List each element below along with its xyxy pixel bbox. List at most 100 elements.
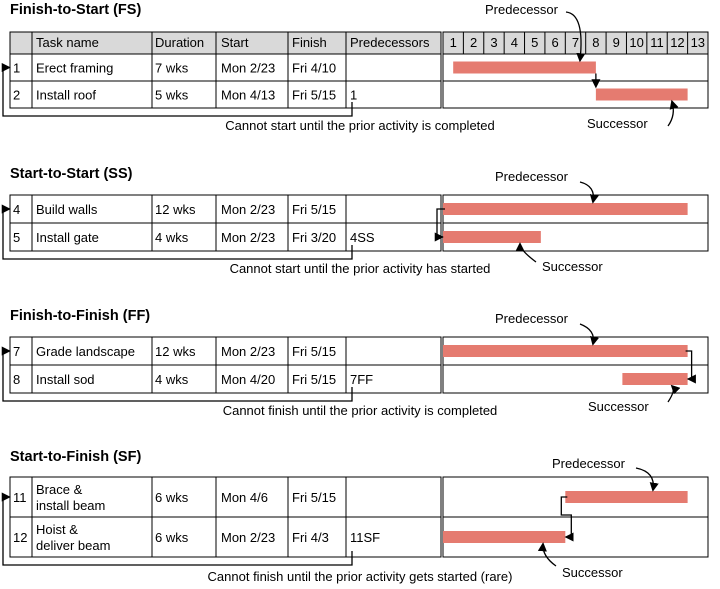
header-week-4: 4 [511,35,518,50]
dependency-arrow [434,208,445,242]
row-finish: Fri 4/3 [292,530,329,545]
link-bracket [1,346,353,402]
row-start: Mon 2/23 [221,202,275,217]
gantt-bar-predecessor[interactable] [443,345,688,357]
predecessor-label: Predecessor [495,311,569,326]
header-week-7: 7 [572,35,579,50]
row-id: 7 [13,344,20,359]
successor-label: Successor [542,259,603,274]
row-duration: 12 wks [155,344,196,359]
table-row[interactable]: 12 Hoist &deliver beam 6 wks Mon 2/23 Fri 4/… [13,522,380,553]
header-predecessors: Predecessors [350,35,430,50]
row-predecessors: 1 [350,88,357,103]
header-week-6: 6 [551,35,558,50]
row-task-name: Hoist & [36,522,78,537]
row-duration: 5 wks [155,88,189,103]
row-start: Mon 2/23 [221,344,275,359]
row-finish: Fri 3/20 [292,230,336,245]
gantt-bar-predecessor[interactable] [443,203,688,215]
row-start: Mon 2/23 [221,530,275,545]
header-week-9: 9 [613,35,620,50]
row-task-name: Grade landscape [36,344,135,359]
row-task-name: Brace & [36,482,83,497]
row-id: 2 [13,88,20,103]
link-bracket [1,62,353,117]
predecessor-label: Predecessor [485,2,559,17]
dependency-caption: Cannot start until the prior activity ha… [230,261,491,276]
header-task-name: Task name [36,35,99,50]
gantt-bar-predecessor[interactable] [453,61,596,74]
header-week-13: 13 [691,35,705,50]
header-finish: Finish [292,35,327,50]
dependency-arrow [560,496,574,542]
gantt-bar-successor[interactable] [443,231,541,243]
successor-label: Successor [562,565,623,580]
predecessor-pointer [579,323,599,346]
row-predecessors: 11SF [350,530,380,545]
row-task-name: Erect framing [36,61,113,76]
row-id: 5 [13,230,20,245]
dependency-caption: Cannot start until the prior activity is… [225,118,495,133]
section-1: Finish-to-Start (FS) Task name Duration Sta… [1,2,709,133]
gantt-bar-successor[interactable] [443,531,566,543]
timeline-header-bg [443,32,708,54]
header-week-1: 1 [450,35,457,50]
header-week-12: 12 [670,35,684,50]
row-start: Mon 4/6 [221,490,268,505]
link-bracket [1,204,353,260]
row-duration: 6 wks [155,490,189,505]
successor-pointer [667,99,679,127]
row-task-name: Install sod [36,372,95,387]
row-task-name: deliver beam [36,538,110,553]
section-title: Start-to-Start (SS) [10,166,133,182]
dependency-arrow [685,350,696,384]
row-predecessors: 4SS [350,230,375,245]
header-duration: Duration [155,35,204,50]
predecessor-pointer [565,11,586,63]
timeline-frame [442,31,709,109]
gantt-bar-successor[interactable] [595,88,688,101]
dependency-caption: Cannot finish until the prior activity i… [223,403,498,418]
header-week-11: 11 [650,35,664,50]
row-start: Mon 4/13 [221,88,275,103]
row-predecessors: 7FF [350,372,373,387]
successor-pointer [537,542,557,567]
row-duration: 7 wks [155,61,189,76]
row-duration: 6 wks [155,530,189,545]
gantt-bar-predecessor[interactable] [565,491,688,503]
row-duration: 4 wks [155,372,189,387]
row-task-name: install beam [36,498,105,513]
successor-pointer [515,242,537,263]
row-id: 1 [13,61,20,76]
section-title: Finish-to-Start (FS) [10,2,141,18]
successor-label: Successor [588,399,649,414]
header-week-5: 5 [531,35,538,50]
gantt-bar-successor[interactable] [622,373,688,385]
row-duration: 12 wks [155,202,196,217]
header-week-3: 3 [490,35,497,50]
predecessor-pointer [579,181,599,204]
predecessor-label: Predecessor [495,169,569,184]
section-title: Start-to-Finish (SF) [10,449,141,465]
header-start: Start [221,35,249,50]
row-id: 12 [13,530,27,545]
table-header-bg [10,32,441,54]
link-bracket [1,492,353,566]
row-task-name: Build walls [36,202,98,217]
row-finish: Fri 5/15 [292,344,336,359]
row-start: Mon 4/20 [221,372,275,387]
header-week-2: 2 [470,35,477,50]
table-row[interactable]: 7 Grade landscape 12 wks Mon 2/23 Fri 5/15 [13,344,336,359]
predecessor-pointer [635,467,659,492]
row-finish: Fri 5/15 [292,372,336,387]
successor-pointer [667,384,681,403]
row-start: Mon 2/23 [221,61,275,76]
